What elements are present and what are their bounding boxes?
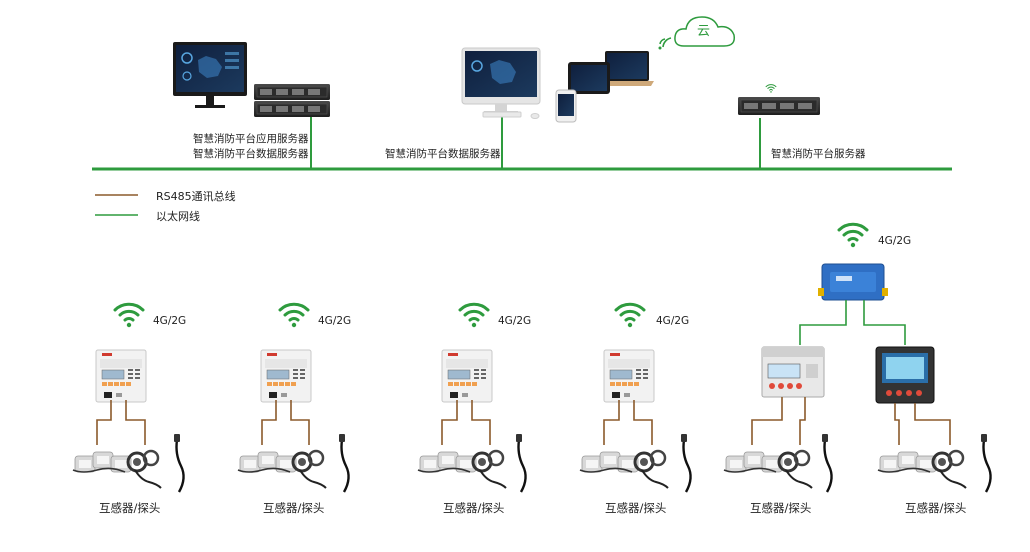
probe-3 — [516, 434, 526, 492]
left-server-label-1: 智慧消防平台应用服务器 — [193, 131, 309, 146]
probe-6 — [981, 434, 991, 492]
sensor-group-1 — [73, 451, 161, 488]
legend-rs485-label: RS485通讯总线 — [156, 188, 236, 204]
signal-label-gateway: 4G/2G — [878, 235, 911, 247]
wifi-icon-right-server — [766, 85, 776, 93]
din-rail-meter — [762, 347, 824, 397]
monitoring-device-3 — [442, 350, 492, 402]
left-monitor — [173, 42, 247, 108]
sensor-group-3 — [418, 451, 506, 488]
gateway-device — [818, 264, 888, 300]
wifi-icon-device-4 — [616, 304, 644, 327]
signal-label-1: 4G/2G — [153, 315, 186, 327]
signal-label-3: 4G/2G — [498, 315, 531, 327]
cloud-label: 云 — [697, 20, 710, 39]
sensor-group-5 — [724, 451, 812, 488]
probe-4 — [681, 434, 691, 492]
sensor-group-4 — [580, 451, 668, 488]
phone-icon — [556, 90, 576, 122]
monitoring-device-2 — [261, 350, 311, 402]
right-server — [738, 97, 820, 115]
monitoring-device-4 — [604, 350, 654, 402]
probe-1 — [174, 434, 184, 492]
gateway-link-left — [800, 300, 846, 345]
sensor-label-5: 互感器/探头 — [750, 500, 811, 516]
wifi-icon-gateway — [839, 224, 867, 247]
left-server-label-2: 智慧消防平台数据服务器 — [193, 146, 309, 161]
sensor-label-2: 互感器/探头 — [263, 500, 324, 516]
wifi-icon-device-1 — [115, 304, 143, 327]
sensor-group-2 — [238, 451, 326, 488]
probe-2 — [339, 434, 349, 492]
center-monitor — [462, 48, 540, 113]
keyboard-icon — [483, 112, 539, 119]
legend-ethernet-label: 以太网线 — [156, 208, 200, 224]
signal-label-2: 4G/2G — [318, 315, 351, 327]
center-server-label: 智慧消防平台数据服务器 — [385, 146, 501, 161]
sensor-label-1: 互感器/探头 — [99, 500, 160, 516]
panel-meter — [876, 347, 934, 403]
gateway-link-right — [864, 300, 905, 345]
sensor-label-3: 互感器/探头 — [443, 500, 504, 516]
wifi-icon-device-3 — [460, 304, 488, 327]
wifi-icon-device-2 — [280, 304, 308, 327]
signal-label-4: 4G/2G — [656, 315, 689, 327]
sensor-label-6: 互感器/探头 — [905, 500, 966, 516]
left-server-stack — [254, 84, 330, 117]
sensor-label-4: 互感器/探头 — [605, 500, 666, 516]
wifi-icon-center — [659, 38, 672, 50]
tablet-icon — [568, 62, 610, 94]
probe-5 — [822, 434, 832, 492]
sensor-group-6 — [878, 451, 966, 488]
right-server-label: 智慧消防平台服务器 — [771, 146, 866, 161]
monitoring-device-1 — [96, 350, 146, 402]
